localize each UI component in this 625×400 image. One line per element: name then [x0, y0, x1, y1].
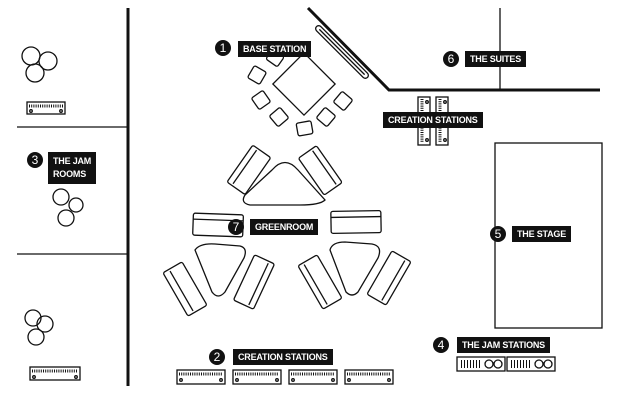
zone-label-jam-rooms-line1: THE JAM [53, 156, 92, 166]
zone-number-2: 2 [209, 349, 225, 365]
zone-label-the-stage: THE STAGE [512, 226, 572, 242]
base-station-furniture [247, 25, 369, 137]
zone-label-jam-rooms: THE JAM ROOMS [48, 152, 97, 184]
zone-label-base-station: BASE STATION [238, 41, 312, 57]
zone-label-creation-stations: CREATION STATIONS [233, 349, 333, 365]
creation-station-racks [26, 96, 449, 385]
zone-number-7: 7 [228, 219, 244, 235]
label-creation-stations-top: CREATION STATIONS [383, 112, 483, 128]
jam-room-seats [21, 46, 84, 346]
zone-label-the-suites: THE SUITES [465, 51, 527, 67]
zone-label-greenroom: GREENROOM [250, 219, 319, 235]
jam-station-units [456, 356, 556, 372]
zone-label-jam-rooms-line2: ROOMS [53, 169, 87, 179]
zone-number-1: 1 [215, 40, 231, 56]
zone-number-6: 6 [443, 51, 459, 67]
zone-number-4: 4 [433, 337, 449, 353]
wall-suites [306, 6, 600, 92]
zone-label-jam-stations: THE JAM STATIONS [457, 337, 550, 353]
zone-number-5: 5 [490, 226, 506, 242]
zone-number-3: 3 [27, 152, 43, 168]
greenroom-furniture [163, 145, 411, 317]
